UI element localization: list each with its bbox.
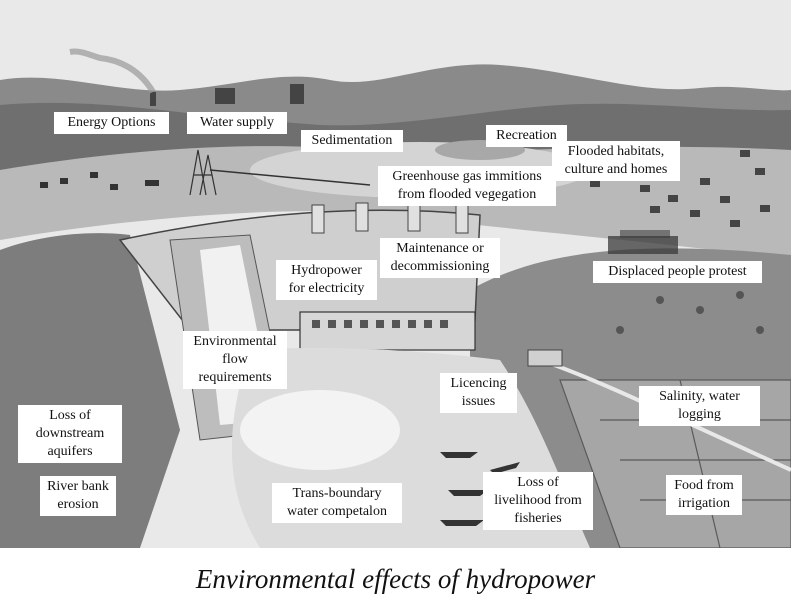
protest-crowd [608,230,678,254]
label-water-supply: Water supply [187,112,287,134]
label-displaced-people: Displaced people protest [593,261,762,283]
label-recreation: Recreation [486,125,567,147]
label-hydropower: Hydropower for electricity [276,260,377,300]
label-environmental-flow: Environmental flow requirements [183,331,287,389]
label-food-irrigation: Food from irrigation [666,475,742,515]
trees [616,291,764,334]
pipeline [209,169,371,186]
gauge-house [527,349,563,367]
figure-caption: Environmental effects of hydropower [195,564,596,594]
powerhouse-windows [312,320,448,328]
dam-towers [311,202,469,234]
powerhouse [299,311,476,351]
label-loss-fisheries: Loss of livelihood from fisheries [483,472,593,530]
label-greenhouse-gas: Greenhouse gas immitions from flooded ve… [378,166,556,206]
oil-derricks [189,149,217,196]
label-licencing-issues: Licencing issues [440,373,517,413]
plunge-pool [240,390,400,470]
label-maintenance: Maintenance or decommissioning [380,238,500,278]
label-loss-aquifers: Loss of downstream aquifers [18,405,122,463]
label-energy-options: Energy Options [54,112,169,134]
power-plant [150,84,304,106]
label-flooded-habitats: Flooded habitats, culture and homes [552,141,680,181]
pumpjacks [40,172,159,190]
label-sedimentation: Sedimentation [301,130,403,152]
label-river-bank: River bank erosion [40,476,116,516]
label-trans-boundary: Trans-boundary water competalon [272,483,402,523]
label-salinity: Salinity, water logging [639,386,760,426]
left-cliff [0,233,180,548]
fishing-boats [440,452,520,526]
smoke [69,48,156,94]
